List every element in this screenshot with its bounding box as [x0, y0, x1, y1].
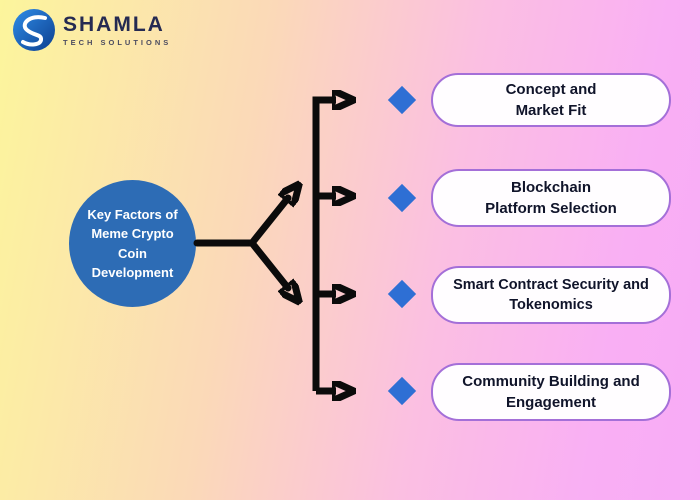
diamond-bullet: [387, 85, 417, 115]
factor-line: Platform Selection: [485, 200, 617, 217]
logo-brand: SHAMLA: [63, 12, 165, 36]
diamond-bullet: [387, 183, 417, 213]
factor-pill-community-building: Community Building and Engagement: [431, 363, 671, 421]
central-topic-line: Development: [91, 265, 174, 280]
central-topic-line: Key Factors of: [87, 206, 178, 222]
shamla-logo-icon: [13, 9, 55, 51]
factor-line: Engagement: [505, 394, 596, 411]
central-topic-line: Meme Crypto: [91, 226, 174, 241]
factor-pill-blockchain-platform: Blockchain Platform Selection: [431, 169, 671, 227]
logo-text: SHAMLA TECH SOLUTIONS: [63, 14, 171, 47]
factor-pill-concept-market-fit: Concept and Market Fit: [431, 73, 671, 127]
central-topic-line: Coin: [118, 245, 147, 261]
diamond-bullet: [387, 279, 417, 309]
factor-line: Community Building and: [462, 373, 640, 390]
factor-line: Smart Contract Security and: [453, 276, 649, 293]
factor-line: Blockchain: [510, 179, 592, 196]
factor-line: Concept and: [505, 81, 597, 98]
logo: SHAMLA TECH SOLUTIONS: [12, 8, 171, 52]
factor-line: Market Fit: [515, 102, 587, 119]
factor-line: Tokenomics: [509, 297, 593, 313]
central-topic-node: Key Factors of Meme Crypto Coin Developm…: [69, 180, 196, 307]
logo-subtitle: TECH SOLUTIONS: [63, 37, 172, 47]
factor-pill-smart-contract-security: Smart Contract Security and Tokenomics: [431, 266, 671, 324]
diamond-bullet: [387, 376, 417, 406]
